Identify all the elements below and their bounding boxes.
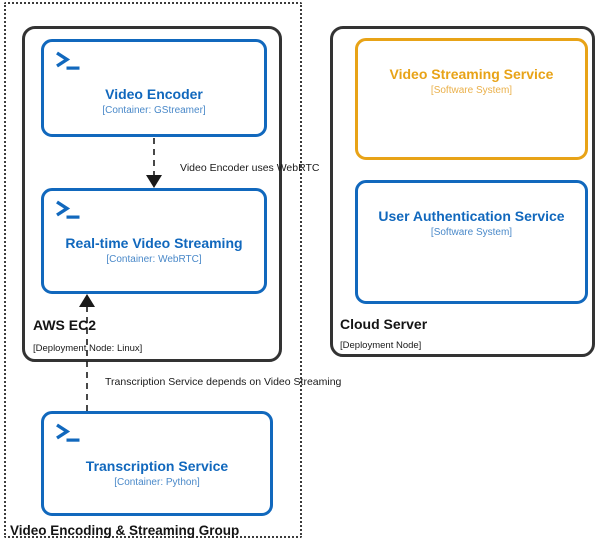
element-video-streaming-service-name: Video Streaming Service — [389, 66, 554, 82]
element-user-authentication-service-name: User Authentication Service — [378, 208, 565, 224]
deployment-node-cloud-server-title: Cloud Server — [340, 316, 428, 332]
element-video-encoder-tech: [Container: GStreamer] — [102, 105, 206, 116]
element-video-encoder-name: Video Encoder — [105, 86, 203, 102]
terminal-icon — [56, 423, 80, 442]
group-boundary-label: Video Encoding & Streaming Group — [10, 523, 240, 538]
group-boundary-video-encoding-streaming[interactable] — [4, 2, 302, 538]
element-realtime-video-streaming[interactable]: Real-time Video Streaming [Container: We… — [41, 188, 267, 294]
element-video-encoder[interactable]: Video Encoder [Container: GStreamer] — [41, 39, 267, 137]
edge-label-transcription-to-streaming: Transcription Service depends on Video S… — [105, 376, 342, 388]
edge-label-encoder-to-streaming: Video Encoder uses WebRTC — [180, 162, 320, 174]
element-user-authentication-service[interactable]: User Authentication Service [Software Sy… — [355, 180, 588, 304]
terminal-icon — [56, 200, 80, 219]
terminal-icon — [56, 51, 80, 70]
element-transcription-service-name: Transcription Service — [85, 458, 229, 474]
element-video-streaming-service[interactable]: Video Streaming Service [Software System… — [355, 38, 588, 160]
element-realtime-video-streaming-name: Real-time Video Streaming — [65, 235, 243, 251]
element-transcription-service[interactable]: Transcription Service [Container: Python… — [41, 411, 273, 516]
deployment-node-aws-ec2-subtitle: [Deployment Node: Linux] — [33, 343, 143, 354]
element-realtime-video-streaming-tech: [Container: WebRTC] — [106, 254, 202, 265]
element-user-authentication-service-tech: [Software System] — [430, 227, 513, 238]
deployment-node-cloud-server-subtitle: [Deployment Node] — [340, 340, 422, 351]
element-video-streaming-service-tech: [Software System] — [430, 85, 513, 96]
element-transcription-service-tech: [Container: Python] — [114, 477, 200, 488]
deployment-node-aws-ec2-title: AWS EC2 — [33, 317, 97, 333]
